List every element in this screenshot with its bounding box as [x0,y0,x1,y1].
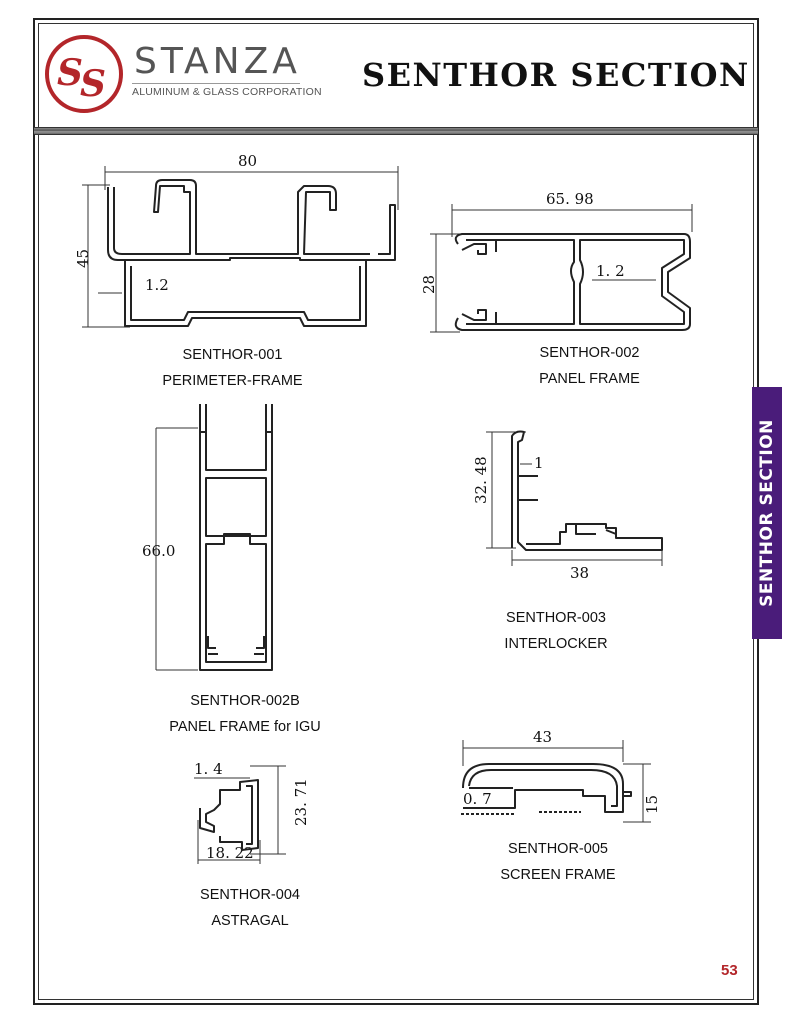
dim-height: 32. 48 [472,456,490,504]
dim-height: 45 [74,249,92,268]
profile-drawing-senthor-003: 32. 48 1 38 [472,430,663,582]
dim-width: 43 [533,728,552,746]
profile-code: SENTHOR-004 [200,887,300,903]
profile-name: ASTRAGAL [211,913,289,929]
page-number: 53 [721,962,738,979]
profile-drawing-senthor-004: 1. 4 23. 71 18. 22 [194,760,310,864]
profile-drawing-senthor-005: 43 15 0. 7 [461,728,661,823]
dim-wall: 1.2 [145,276,169,294]
profile-name: SCREEN FRAME [500,867,616,883]
section-side-tab: SENTHOR SECTION [752,387,782,639]
dim-width: 65. 98 [546,190,594,208]
caption-senthor-002b: SENTHOR-002B PANEL FRAME for IGU [165,688,325,740]
caption-senthor-001: SENTHOR-001 PERIMETER-FRAME [160,342,305,394]
profile-name: PANEL FRAME [539,371,640,387]
profile-name: PANEL FRAME for IGU [169,719,321,735]
brand-name: STANZA [134,41,301,82]
caption-senthor-005: SENTHOR-005 SCREEN FRAME [498,836,618,888]
page-title: SENTHOR SECTION [362,56,750,94]
caption-senthor-004: SENTHOR-004 ASTRAGAL [190,882,310,934]
caption-senthor-002: SENTHOR-002 PANEL FRAME [527,340,652,392]
dim-height: 23. 71 [292,778,310,826]
profile-name: INTERLOCKER [504,636,608,652]
brand-underline [132,83,300,84]
svg-text:S: S [80,63,106,105]
profile-code: SENTHOR-005 [508,841,608,857]
profile-code: SENTHOR-002B [190,693,300,709]
dim-wall: 1 [534,454,544,472]
dim-height: 28 [420,275,438,294]
profile-name: PERIMETER-FRAME [162,373,303,389]
profile-drawing-senthor-001: 80 45 1.2 [74,152,399,328]
side-tab-label: SENTHOR SECTION [757,419,777,607]
dim-height: 66.0 [142,542,175,560]
dim-width: 18. 22 [206,844,254,862]
stanza-logo-icon: S S [45,35,123,113]
profile-drawing-senthor-002b: 66.0 [142,404,273,671]
dim-width: 38 [570,564,589,582]
dim-wall: 0. 7 [463,790,492,808]
header-divider [34,127,758,135]
dim-width: 80 [238,152,257,170]
profile-code: SENTHOR-001 [182,347,283,363]
dim-height: 15 [643,795,661,814]
profile-drawing-senthor-002: 65. 98 28 1. 2 [420,190,693,333]
caption-senthor-003: SENTHOR-003 INTERLOCKER [500,605,612,657]
brand-subtitle: ALUMINUM & GLASS CORPORATION [132,86,322,98]
dim-wall: 1. 4 [194,760,223,778]
svg-text:S: S [57,52,83,94]
profile-code: SENTHOR-003 [506,610,606,626]
profile-code: SENTHOR-002 [539,345,640,361]
dim-wall: 1. 2 [596,262,625,280]
